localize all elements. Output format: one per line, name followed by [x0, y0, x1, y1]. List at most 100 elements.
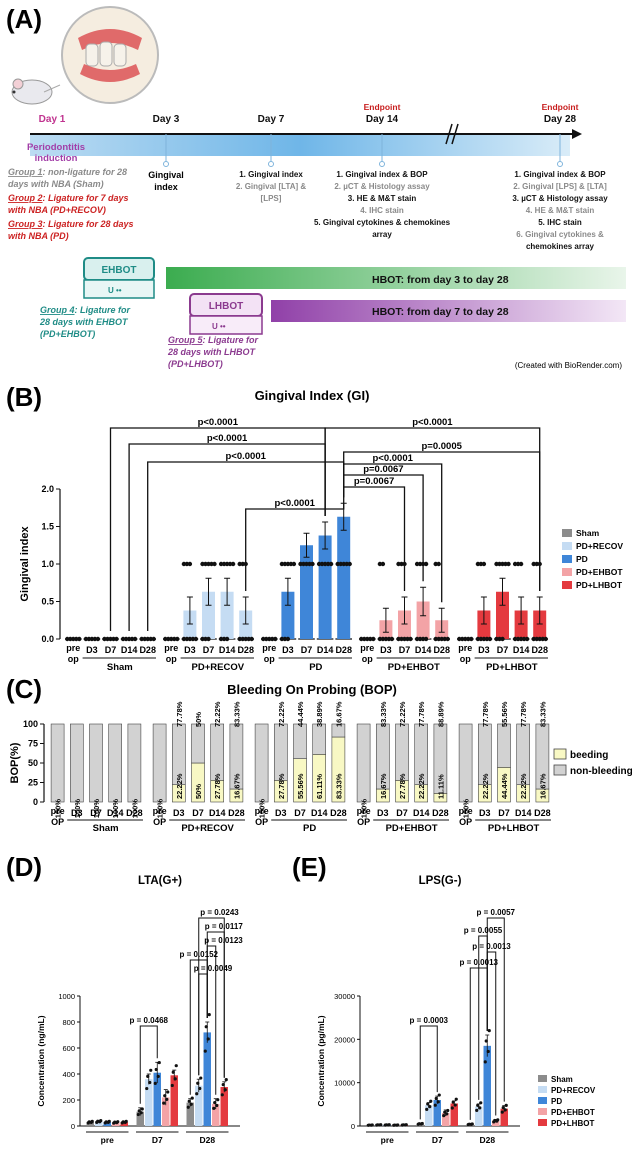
legend-swatch [562, 542, 572, 550]
non-bleeding-bar-segment [293, 723, 307, 759]
x-tick-label: D14 [413, 808, 430, 818]
data-point [230, 561, 236, 567]
x-tick-label: D28 [479, 1135, 495, 1145]
percent-label: 88.89% [436, 701, 445, 727]
data-point [221, 1083, 225, 1087]
data-point [87, 1120, 91, 1124]
group-label: PD+LHBOT [488, 823, 540, 834]
data-point [518, 561, 524, 567]
bar [475, 1106, 483, 1126]
y-tick-label: 1.5 [41, 522, 54, 532]
group-description-line: (PD+EHBOT) [40, 329, 95, 339]
data-point [149, 1068, 153, 1072]
p-value-label: p=0.0005 [421, 441, 462, 452]
data-point [442, 1114, 446, 1118]
y-tick-label: 1.0 [41, 559, 54, 569]
data-point [224, 636, 230, 642]
y-axis-label: Concentration (ng/mL) [36, 1015, 46, 1106]
x-tick-label: D3 [377, 808, 389, 818]
bar [533, 610, 547, 639]
x-tick-label: D3 [173, 808, 185, 818]
percent-label: 22.22% [481, 773, 490, 799]
non-bleeding-bar-segment [497, 723, 511, 768]
percent-label: 16.67% [232, 773, 241, 799]
data-point [467, 1122, 471, 1126]
percent-label: 22.22% [175, 773, 184, 799]
group-name: Group 3 [8, 219, 43, 229]
x-tick-label: D28 [139, 645, 156, 655]
data-point [437, 1093, 441, 1097]
percent-label: 77.78% [481, 701, 490, 727]
bar [203, 1032, 211, 1126]
data-point [434, 1096, 438, 1101]
data-point [187, 1099, 191, 1103]
lhbot-bar-label: HBOT: from day 7 to day 28 [372, 306, 509, 318]
data-point [426, 1102, 430, 1106]
percent-label: 100% [462, 799, 471, 819]
assay-list-item: 4. HE & M&T stain [526, 206, 595, 215]
data-point [213, 1100, 217, 1105]
x-tick-label: D14 [415, 645, 432, 655]
data-point [171, 1070, 175, 1074]
percent-label: 27.78% [213, 773, 222, 799]
y-tick-label: 0 [33, 797, 38, 807]
assay-list-item: array [372, 230, 392, 239]
non-bleeding-bar-segment [210, 723, 224, 781]
timeline-day-label: Day 1 [39, 114, 66, 125]
chart-title: Gingival Index (GI) [255, 388, 370, 403]
data-point [285, 636, 291, 642]
group-name: Group 2 [8, 193, 43, 203]
group-text: : Ligature for [75, 305, 131, 315]
y-tick-label: 0.5 [41, 597, 54, 607]
significance-bracket [198, 973, 208, 1076]
teeth-magnifier-icon [43, 6, 159, 104]
data-point [121, 1120, 125, 1124]
data-point [136, 1112, 140, 1117]
p-value-label: p = 0.0013 [460, 958, 499, 967]
data-point [114, 636, 119, 642]
data-point [189, 1102, 193, 1106]
non-bleeding-bar-segment [395, 723, 409, 781]
bar [450, 1103, 458, 1126]
x-tick-label: D14 [219, 645, 236, 655]
assay-list-item: 3. HE & M&T stain [348, 194, 417, 203]
data-point [476, 1103, 480, 1107]
legend-swatch [562, 555, 572, 563]
assay-list-item: 1. Gingival index & BOP [336, 170, 428, 179]
bar [433, 1100, 441, 1126]
y-tick-label: 20000 [334, 1035, 355, 1044]
non-bleeding-bar-segment [229, 723, 244, 790]
percent-label: 16.67% [538, 773, 547, 799]
significance-bracket [419, 1025, 438, 1120]
percent-label: 22.22% [519, 773, 528, 799]
x-tick-label: D7 [399, 645, 411, 655]
bar [170, 1075, 178, 1126]
data-point [420, 1121, 424, 1126]
credit-text: (Created with BioRender.com) [515, 361, 622, 370]
bar [103, 1122, 111, 1126]
non-bleeding-bar-segment [172, 723, 186, 785]
bar [514, 610, 528, 639]
bar [186, 1102, 194, 1126]
panel-label: (D) [6, 852, 42, 882]
bar [212, 1103, 220, 1126]
non-bleeding-bar-segment [535, 723, 550, 790]
non-bleeding-bar-segment [127, 723, 142, 803]
percent-label: 100% [130, 799, 139, 819]
data-point [450, 1106, 454, 1110]
group-description-line: Group 5: Ligature for [168, 335, 259, 345]
bar [492, 1120, 500, 1126]
group-label: Sham [93, 823, 119, 834]
x-tick-label: D3 [479, 808, 491, 818]
p-value-label: p<0.0001 [274, 498, 315, 509]
panel-c-bop-chart: (C)Bleeding On Probing (BOP)0255075100BO… [6, 674, 632, 834]
percent-label: 11.11% [436, 774, 445, 799]
y-axis-label: Gingival index [19, 526, 31, 602]
percent-label: 55.56% [296, 773, 305, 799]
bar [136, 1111, 144, 1126]
group-description-line: 28 days with LHBOT [167, 347, 257, 357]
x-tick-label: op [264, 654, 275, 664]
lhbot-chamber-label: LHBOT [209, 301, 243, 312]
data-point [107, 1119, 111, 1123]
data-point [104, 1120, 108, 1124]
